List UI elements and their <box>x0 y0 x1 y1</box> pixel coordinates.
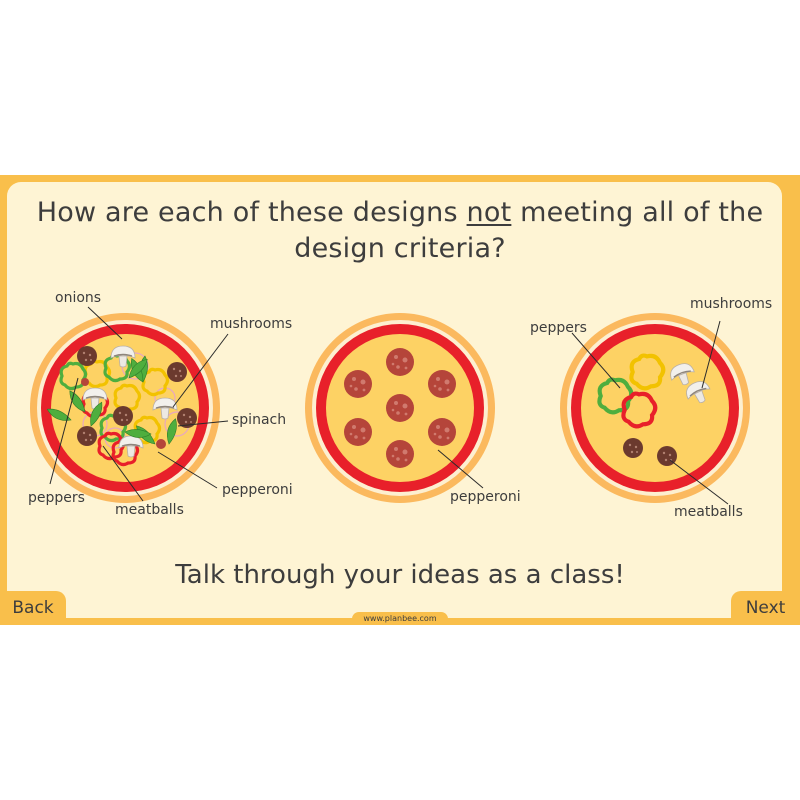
next-button[interactable]: Next <box>731 591 800 625</box>
back-button[interactable]: Back <box>0 591 66 625</box>
class-discussion-prompt: Talk through your ideas as a class! <box>175 560 625 590</box>
label-mushrooms: mushrooms <box>690 296 773 312</box>
title-emphasis: not <box>466 197 512 228</box>
title-text-3: design criteria? <box>294 233 506 264</box>
pizza-3 <box>560 313 750 503</box>
label-meatballs: meatballs <box>115 502 184 518</box>
label-pepperoni: pepperoni <box>450 489 521 505</box>
title-text-2: meeting all of the <box>511 197 764 228</box>
pizza-2 <box>305 313 495 503</box>
label-mushrooms: mushrooms <box>210 316 293 332</box>
page-title: How are each of these designs not meetin… <box>0 195 800 267</box>
label-pepperoni: pepperoni <box>222 482 293 498</box>
label-onions: onions <box>55 290 102 306</box>
website-link[interactable]: www.planbee.com <box>352 612 448 625</box>
label-spinach: spinach <box>232 412 287 428</box>
label-leader-lines <box>49 306 729 505</box>
label-peppers: peppers <box>28 490 85 506</box>
title-text-1: How are each of these designs <box>36 197 467 228</box>
pizza-1 <box>30 313 220 503</box>
label-meatballs: meatballs <box>674 504 743 520</box>
label-peppers: peppers <box>530 320 587 336</box>
